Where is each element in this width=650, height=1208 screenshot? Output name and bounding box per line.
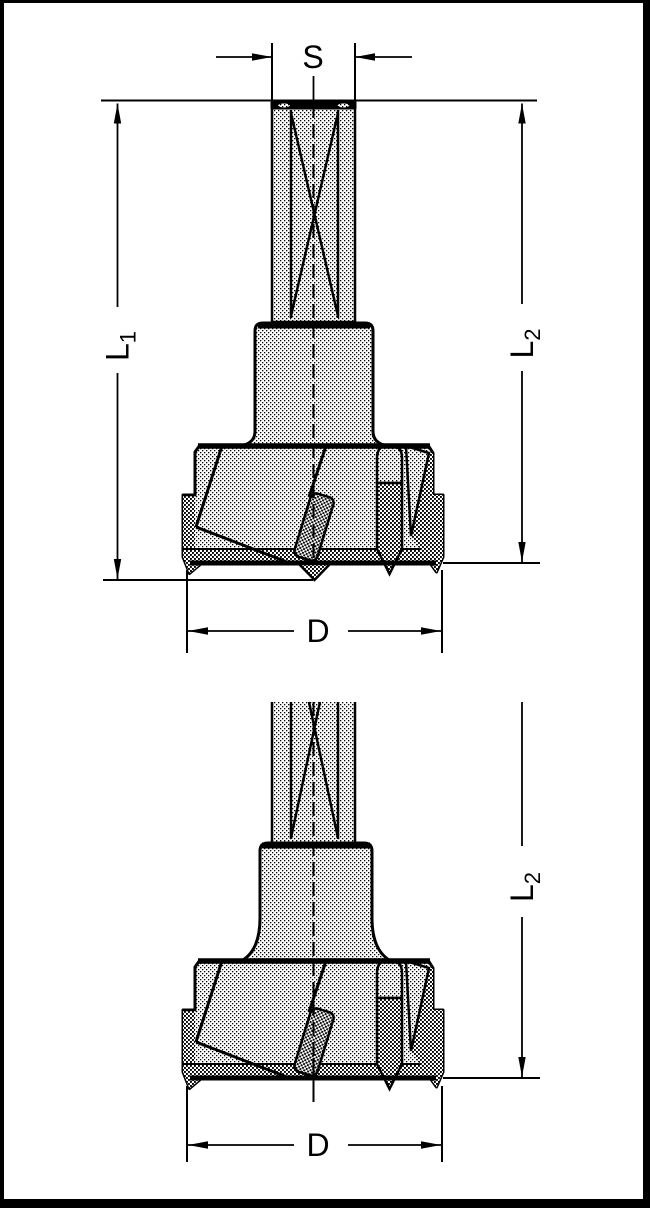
center-point [296, 562, 333, 582]
bottom-figure: L2 D [183, 701, 545, 1163]
collar-flared [237, 841, 395, 962]
shank-chamfer-left [276, 102, 292, 109]
shank-chamfer-right [336, 102, 351, 109]
dim-d-label: D [306, 613, 329, 649]
dim-d-label: D [306, 1127, 329, 1163]
top-figure-dimensions [101, 43, 540, 653]
dim-l1-label: L1 [100, 331, 141, 361]
dim-l2-label: L2 [504, 872, 545, 902]
svg-text:L2: L2 [504, 328, 545, 358]
svg-text:L1: L1 [100, 331, 141, 361]
dim-s-label: S [302, 39, 323, 75]
cutter-head [183, 445, 443, 582]
dim-l2-label: L2 [504, 328, 545, 358]
svg-text:L2: L2 [504, 872, 545, 902]
top-figure: S L1 L2 D [100, 39, 545, 653]
bottom-figure-dimensions [186, 702, 540, 1162]
